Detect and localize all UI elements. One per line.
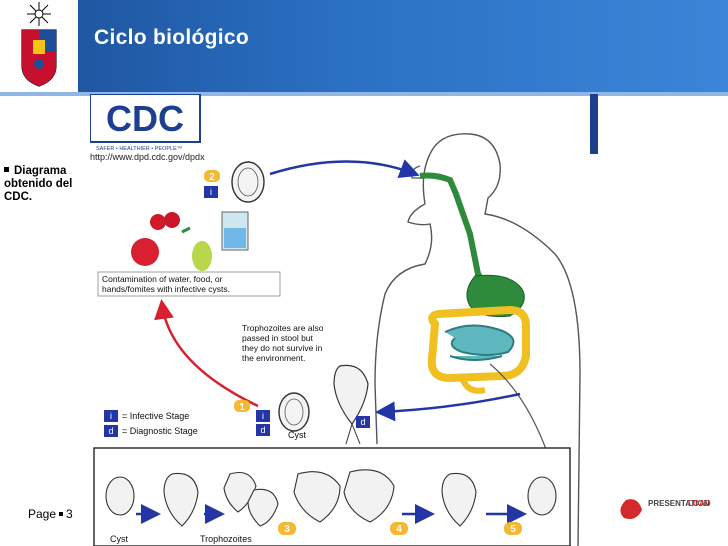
food-water-illustration	[131, 211, 249, 271]
step-number: 5	[510, 524, 516, 535]
header-divider	[0, 92, 728, 96]
step-badge-3: 3	[278, 522, 296, 535]
step-number: 2	[209, 172, 215, 183]
legend-diagnostic: = Diagnostic Stage	[122, 426, 198, 436]
cyst-step-2: 2 i	[204, 161, 265, 203]
stage-letter: i	[110, 411, 112, 421]
bullet-text: Diagrama obtenido del CDC.	[4, 165, 73, 203]
step-badge	[204, 170, 220, 182]
step-number: 3	[284, 524, 290, 535]
step-badge-5: 5	[504, 522, 522, 535]
cdc-bar-right	[590, 94, 598, 154]
contamination-caption-line: Contamination of water, food, or	[102, 274, 223, 284]
cdc-url: http://www.dpd.cdc.gov/dpdx	[90, 152, 205, 162]
esophagus	[419, 172, 488, 286]
legend-infective: = Infective Stage	[122, 411, 189, 421]
stage-letter: i	[262, 411, 264, 421]
trophozoite-drawing: d	[333, 364, 370, 445]
slide-header	[0, 0, 728, 92]
bullet-list: Diagrama obtenido del CDC.	[4, 165, 90, 204]
large-intestine	[427, 305, 530, 383]
step-badge	[234, 400, 250, 412]
page-indicator: Page 3	[28, 507, 73, 521]
stage-legend: i = Infective Stage d = Diagnostic Stage	[104, 410, 198, 437]
stage-letter: i	[210, 187, 212, 197]
cdc-logo-text: CDC	[106, 98, 184, 139]
brand-line1: PRESENTATION	[648, 499, 710, 508]
life-cycle-diagram: CDC SAFER • HEALTHIER • PEOPLE™ http://w…	[90, 94, 598, 546]
cdc-logo: CDC SAFER • HEALTHIER • PEOPLE™ http://w…	[90, 94, 205, 162]
trophozoite-note-line: passed in stool but	[242, 333, 314, 343]
slide-title: Ciclo biológico	[94, 26, 249, 49]
infective-badge	[204, 186, 218, 198]
brand-figure-icon	[620, 499, 642, 519]
university-logo	[0, 0, 78, 92]
page-number: 3	[66, 507, 73, 521]
star-emblem-icon	[27, 2, 51, 26]
trophozoite-note-line: they do not survive in	[242, 343, 323, 353]
stage-letter: d	[108, 426, 113, 436]
cdc-tagline: SAFER • HEALTHIER • PEOPLE™	[96, 146, 182, 152]
bullet-square-icon	[4, 167, 9, 172]
stage-letter: d	[360, 417, 365, 427]
contamination-caption-box	[97, 271, 281, 297]
small-intestine	[444, 324, 515, 361]
contamination-caption-line: hands/fomites with infective cysts.	[102, 284, 230, 294]
trophozoites-label: Trophozoites	[200, 534, 252, 544]
stage-letter: d	[260, 425, 265, 435]
step-number: 1	[239, 402, 245, 413]
trophozoite-note-line: the environment.	[242, 353, 305, 363]
division-sequence	[105, 469, 557, 527]
step-badge-4: 4	[390, 522, 408, 535]
brand-line2: LOAD	[688, 499, 711, 508]
human-body-outline	[374, 133, 581, 546]
trophozoite-note-line: Trophozoites are also	[242, 323, 324, 333]
bullet-square-icon	[59, 512, 64, 516]
cyst-label: Cyst	[288, 430, 306, 440]
cyst-step-1: 1 i d Cyst	[234, 392, 310, 440]
page-label: Page	[28, 507, 57, 521]
step-number: 4	[396, 524, 402, 535]
presentation-load-brand: PRESENTATION LOAD	[612, 492, 724, 532]
cyst-label-bottom: Cyst	[110, 534, 128, 544]
